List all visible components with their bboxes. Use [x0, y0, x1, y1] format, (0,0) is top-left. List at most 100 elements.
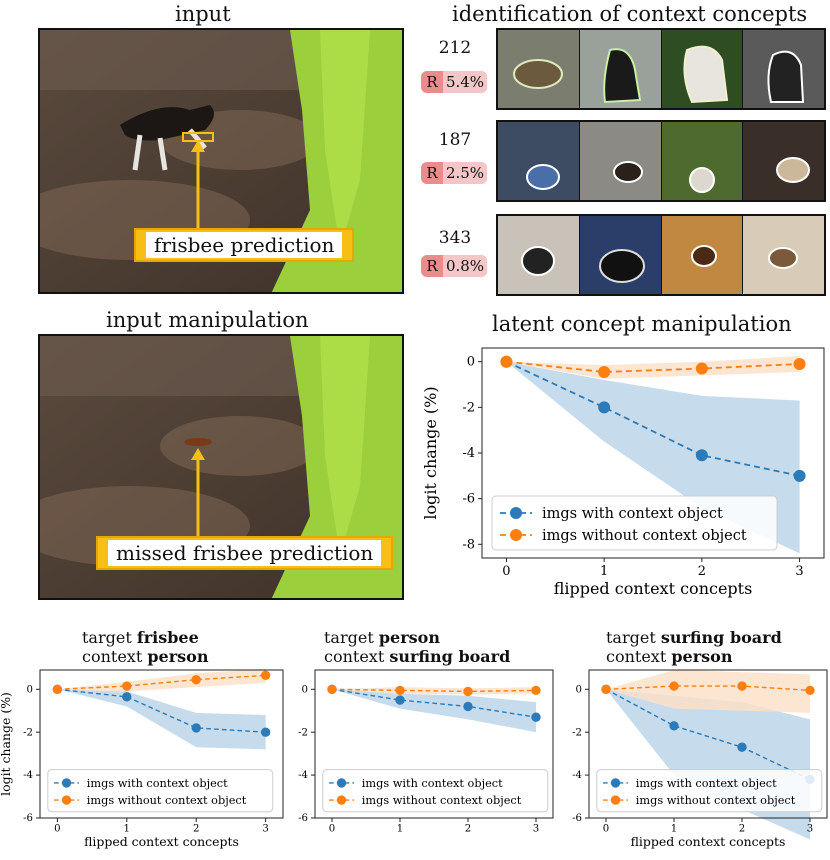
y-tick-label: -8: [462, 537, 475, 552]
data-point: [531, 712, 541, 722]
concept-id: 187: [438, 130, 472, 150]
concept-image: [498, 30, 580, 108]
data-point: [695, 362, 708, 375]
x-axis-label: flipped context concepts: [554, 579, 753, 598]
concept-strip-212: [496, 28, 826, 110]
concept-id: 212: [438, 38, 472, 58]
legend-marker: [61, 778, 72, 788]
x-tick-label: 2: [465, 823, 471, 834]
legend-marker: [61, 795, 72, 805]
x-tick-label: 0: [502, 564, 510, 579]
data-point: [327, 684, 337, 694]
data-point: [669, 721, 679, 731]
x-tick-label: 2: [698, 564, 706, 579]
concept-image: [661, 30, 744, 108]
series-line: [57, 688, 266, 733]
y-tick-label: 0: [27, 684, 33, 695]
concept-image: [498, 216, 580, 294]
data-point: [260, 670, 271, 681]
legend-marker: [510, 529, 522, 541]
legend-label: imgs without context object: [87, 794, 247, 807]
concept-id: 343: [438, 228, 472, 248]
y-tick-label: -6: [298, 813, 308, 824]
y-tick-label: -2: [572, 727, 582, 738]
data-point: [598, 401, 611, 414]
y-tick-label: 0: [576, 684, 582, 695]
legend-label: imgs without context object: [542, 528, 747, 544]
concept-image: [743, 122, 824, 200]
missed-frisbee-label: missed frisbee prediction: [96, 536, 394, 570]
y-tick-label: -2: [462, 400, 475, 415]
legend: [322, 769, 549, 813]
legend-label: imgs with context object: [542, 506, 723, 522]
series-line: [331, 688, 537, 693]
data-point: [601, 684, 611, 694]
x-axis-label: flipped context concepts: [84, 834, 239, 849]
data-point: [463, 686, 473, 697]
y-axis-label: logit change (%): [421, 386, 440, 519]
data-point: [500, 355, 513, 368]
y-tick-label: 0: [467, 355, 475, 370]
x-tick-label: 0: [603, 823, 609, 834]
data-point: [531, 685, 541, 696]
y-tick-label: -4: [462, 446, 475, 461]
confidence-band: [332, 689, 536, 733]
confidence-band: [57, 668, 266, 692]
concept-strip-187: [496, 120, 826, 202]
y-tick-label: -2: [23, 727, 33, 738]
subplot-title-person: target person context surfing board: [324, 628, 511, 666]
confidence-band: [506, 355, 800, 379]
series-line: [331, 688, 537, 718]
concept-image: [661, 216, 744, 294]
y-tick-label: -4: [298, 770, 308, 781]
data-point: [805, 685, 815, 696]
x-tick-label: 0: [329, 823, 335, 834]
data-point: [669, 681, 679, 691]
series-line: [506, 360, 800, 373]
x-tick-label: 3: [807, 823, 813, 834]
x-tick-label: 1: [124, 823, 130, 834]
x-tick-label: 1: [397, 823, 403, 834]
subplot-title-surfing: target surfing board context person: [606, 628, 782, 666]
plot-frame: [588, 669, 828, 819]
legend-label: imgs with context object: [636, 777, 777, 790]
confidence-band: [606, 670, 810, 713]
data-point: [191, 723, 201, 733]
data-point: [122, 692, 132, 702]
confidence-band: [57, 689, 266, 750]
y-tick-label: -4: [23, 770, 33, 781]
data-point: [395, 685, 405, 696]
frisbee-prediction-label: frisbee prediction: [134, 228, 355, 262]
series-line: [506, 360, 800, 477]
concept-image: [743, 30, 824, 108]
legend-marker: [610, 795, 621, 805]
input-title: input: [175, 2, 231, 26]
subplot-title-frisbee: target frisbee context person: [82, 628, 209, 666]
legend-label: imgs without context object: [636, 794, 796, 807]
data-point: [191, 674, 201, 685]
concept-image: [579, 30, 662, 108]
x-tick-label: 3: [262, 823, 268, 834]
x-axis-label: flipped context concepts: [631, 834, 786, 849]
legend: [596, 769, 823, 813]
legend-marker: [336, 795, 347, 805]
x-tick-label: 1: [671, 823, 677, 834]
series-line: [605, 688, 811, 781]
x-tick-label: 1: [600, 564, 608, 579]
legend: [47, 769, 274, 813]
y-tick-label: -6: [572, 813, 582, 824]
concept-image: [743, 216, 824, 294]
x-tick-label: 2: [193, 823, 199, 834]
y-tick-label: -6: [462, 492, 475, 507]
concept-strip-343: [496, 214, 826, 296]
legend-marker: [610, 778, 621, 788]
concept-image: [579, 122, 662, 200]
legend-label: imgs without context object: [362, 794, 522, 807]
series-line: [57, 674, 266, 691]
data-point: [737, 742, 747, 752]
input-manipulation-title: input manipulation: [106, 308, 309, 332]
